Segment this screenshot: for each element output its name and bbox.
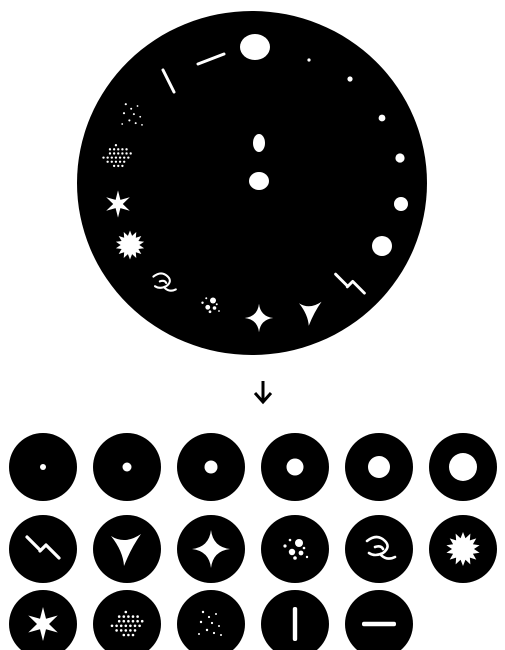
wheel-aperture-small-dot [347,76,352,81]
center-oval-aperture [253,134,265,152]
wheel-aperture-circle-large [240,34,270,60]
gobo-horizontal-bar [345,590,413,650]
gobo-hole [368,456,390,478]
gobo-hole [40,464,46,470]
gobo-disc [177,590,245,650]
gobo-tri-star [93,515,161,583]
gobo-hole [123,463,132,472]
gobo-hole-1 [9,433,77,501]
gobo-scattered-dots [177,590,245,650]
gobo-hole-6 [429,433,497,501]
arrow-down-icon [255,381,271,402]
gobo-wheel [77,11,427,355]
wheel-aperture-small-circle [379,115,386,122]
gobo-pattern [362,622,396,626]
gobo-dot-field [93,590,161,650]
gobo-hole [449,453,477,481]
gobo-pattern [293,607,297,641]
gobo-hole [287,459,304,476]
gobo-hole-3 [177,433,245,501]
gobo-disc [93,590,161,650]
gobo-swirl [345,515,413,583]
wheel-aperture-medium-circle [395,153,404,162]
gobo-disc [345,515,413,583]
gobo-hole-4 [261,433,329,501]
gobo-disc [261,515,329,583]
gobo-broken-line [9,515,77,583]
gobo-hole [205,461,218,474]
center-round-aperture [249,172,269,190]
wheel-aperture-tiny-dot [307,58,310,61]
gobo-hole-5 [345,433,413,501]
gobo-dot-cluster [261,515,329,583]
gobo-vertical-bar [261,590,329,650]
wheel-aperture-circle-mid [394,197,408,211]
gobo-four-point-star [177,515,245,583]
wheel-aperture-circle-big [372,236,392,256]
gobo-disc [345,590,413,650]
gobo-hole-2 [93,433,161,501]
gobo-starburst [429,515,497,583]
gobo-six-point-star [9,590,77,650]
